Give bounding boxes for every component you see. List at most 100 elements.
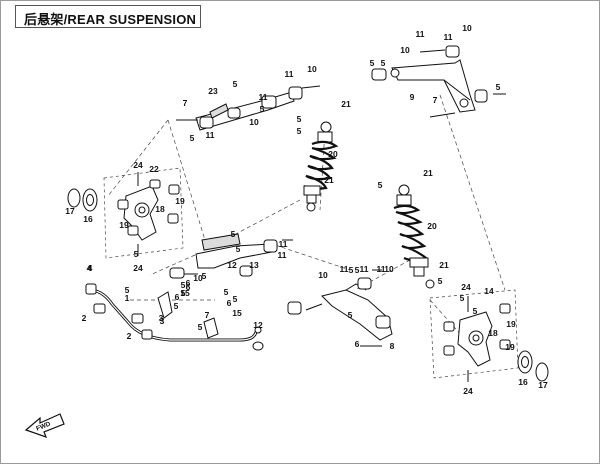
part-callout-number: 11 [360,264,369,274]
part-callout-number: 17 [538,380,548,390]
shock-body [413,266,425,277]
part-callout-number: 21 [324,175,334,185]
wheel-bearing-bore [521,356,529,368]
bushing [288,86,303,100]
part-callout-number: 10 [249,117,259,127]
part-callout-number: 5 [355,265,360,275]
part-callout-number: 5 [378,180,383,190]
part-callout-number: 5 [349,265,354,275]
part-callout-number: 11 [377,264,386,274]
fwd-arrow-icon [24,413,65,439]
part-callout-number: 11 [416,29,425,39]
part-callout-number: 20 [427,221,437,231]
part-callout-number: 5 [174,301,179,311]
bushing [445,45,460,58]
guide-line [319,129,326,211]
bushing [263,239,278,253]
shock-spring [303,140,339,190]
arm-bracket [201,233,241,251]
part-callout-number: 5 [125,285,130,295]
title-box: 后悬架/REAR SUSPENSION [15,5,201,28]
part-callout-number: 5 [297,114,302,124]
part-callout-number: 11 [444,32,453,42]
part-callout-number: 24 [133,263,143,273]
guide-line [149,254,196,276]
part-callout-number: 18 [155,204,165,214]
part-callout-number: 12 [227,260,237,270]
bolt [419,49,446,53]
part-callout-number: 6 [355,339,360,349]
part-callout-number: 8 [390,341,395,351]
part-callout-number: 3 [160,316,165,326]
a-arm-brace [443,79,471,101]
snap-ring [67,188,81,208]
part-callout-number: 13 [249,260,259,270]
bushing [93,303,106,314]
bushing [443,321,455,332]
guide-lines [107,94,506,346]
middle-arm [169,233,293,279]
bushing [169,267,185,279]
part-callout-number: 20 [328,149,338,159]
a-arm-body [391,59,476,113]
shock-top-cap [396,194,412,206]
shock-bottom-eye [425,279,435,289]
part-callout-number: 24 [461,282,471,292]
upper-rear-a-arm [371,45,506,118]
part-callout-number: 2 [127,331,132,341]
right-knuckle-frame [429,289,519,379]
part-callout-number: 5 [348,310,353,320]
part-callout-number: 10 [318,270,328,280]
nut [254,326,262,334]
bushing [287,301,302,315]
part-callout-number: 10 [400,45,410,55]
part-callout-number: 6 [186,282,191,292]
guide-line [274,244,351,271]
part-callout-number: 5 [496,82,501,92]
knuckle-frames [103,167,519,379]
part-callout-number: 5 [181,280,186,290]
shock-body [306,194,317,204]
bushing [357,277,372,290]
part-callout-number: 5 [202,271,207,281]
part-callout-number: 22 [149,164,159,174]
right-lower-a-arm [287,269,393,347]
front-direction-arrow: FWD [24,413,65,439]
bushing [474,89,488,103]
part-callout-number: 16 [518,377,528,387]
shock-bottom-eye [306,202,316,212]
part-callout-number: 12 [253,320,263,330]
part-callout-number: 5 [381,58,386,68]
part-callout-number: 1 [125,293,130,303]
part-callout-number: 16 [83,214,93,224]
bushing [127,225,139,236]
middle-arm-body [195,243,273,269]
shock-lower-seat [303,185,321,196]
guide-line [439,94,506,291]
part-callout-number: 19 [505,342,515,352]
part-callout-number: 5 [233,79,238,89]
shock-top-eye [320,121,332,133]
left-knuckle-assembly [67,172,180,256]
knuckle-hub-bore [138,206,146,214]
bushing [167,213,179,224]
part-callout-number: 21 [439,260,449,270]
part-callout-number: 5 [233,294,238,304]
bushing [443,345,455,356]
part-callout-number: 11 [259,92,268,102]
link-bracket [157,291,173,319]
bushing [168,184,180,195]
part-callout-number: 17 [65,206,75,216]
shock-lower-seat [409,257,429,268]
part-callout-number: 7 [433,95,438,105]
bushing [375,315,391,329]
part-callout-number: 11 [285,69,294,79]
part-callout-number: 18 [488,328,498,338]
part-callout-number: 7 [183,98,188,108]
part-callout-number: 11 [279,239,288,249]
part-callout-number: 23 [208,86,218,96]
part-callout-number: 21 [423,168,433,178]
part-callout-number: 24 [133,160,143,170]
part-callout-number: 5 [134,249,139,259]
